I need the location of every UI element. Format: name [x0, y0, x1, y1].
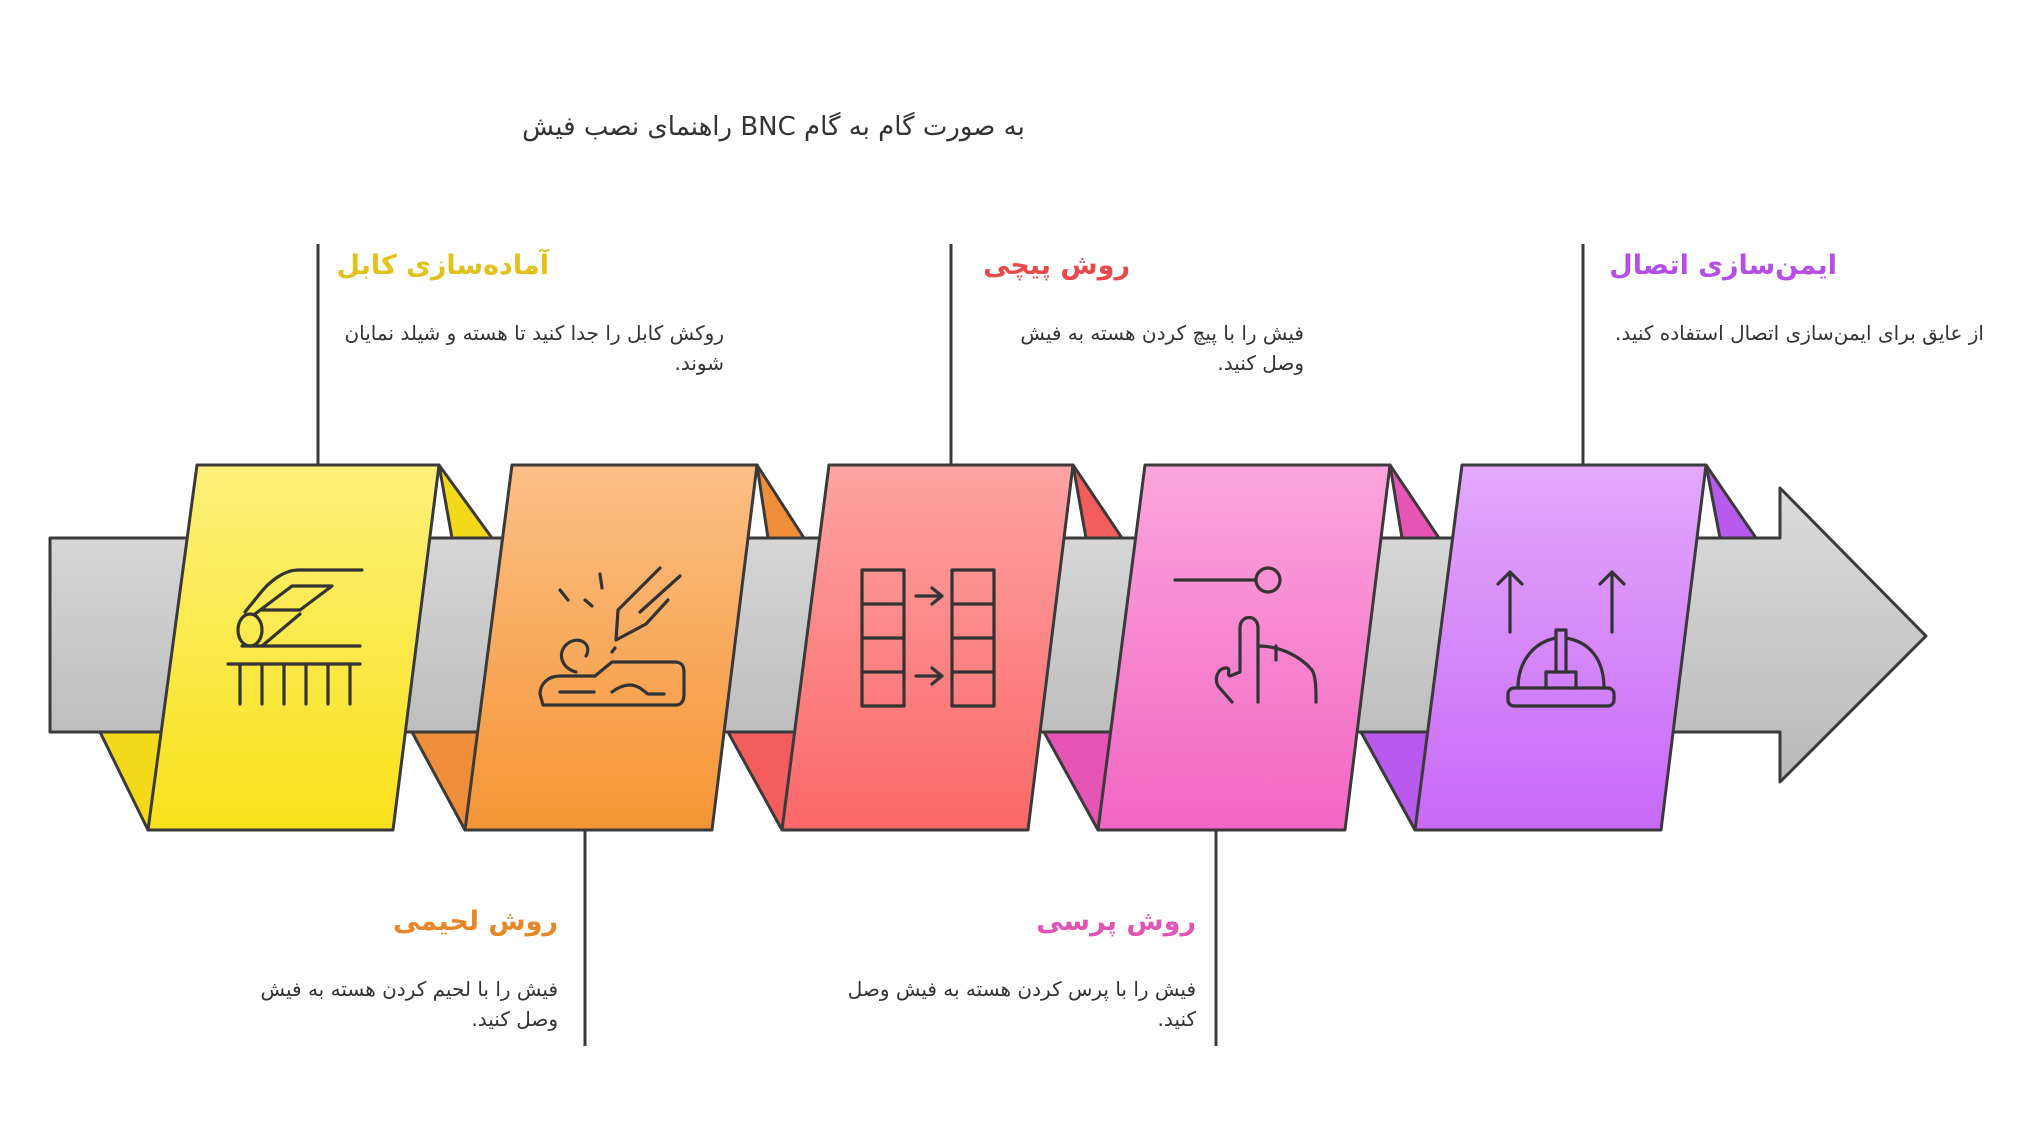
flap-top-2: [755, 463, 806, 540]
step-panel-3: [780, 463, 1075, 832]
step-5-title: ایمن‌سازی اتصال: [1609, 250, 1837, 281]
step-1-description: روکش کابل را جدا کنید تا هسته و شیلد نما…: [344, 321, 724, 375]
step-panel-4: [1096, 463, 1392, 832]
flap-top-5: [1704, 463, 1758, 540]
flap-top-3: [1071, 463, 1124, 540]
step-2-description: فیش را با لحیم کردن هسته به فیش وصل کنید…: [260, 977, 559, 1031]
flap-top-1: [437, 463, 494, 540]
safety-helmet-icon: [1496, 570, 1626, 708]
step-4-description: فیش را با پرس کردن هسته به فیش وصل کنید.: [847, 977, 1196, 1031]
step-5-description: از عایق برای ایمن‌سازی اتصال استفاده کنی…: [1614, 321, 1984, 345]
flap-top-4: [1388, 463, 1441, 540]
screw-connect-icon: [860, 568, 996, 708]
press-icon: [1173, 566, 1318, 704]
step-3-title: روش پیچی: [983, 250, 1130, 281]
cable-stripping-icon: [226, 568, 364, 706]
step-4-title: روش پرسی: [1036, 906, 1196, 937]
step-panel-2: [463, 463, 759, 832]
diagram-title: به صورت گام به گام BNC راهنمای نصب فیش: [522, 112, 1025, 142]
step-2-title: روش لحیمی: [392, 906, 558, 937]
step-1-title: آماده‌سازی کابل: [336, 250, 549, 281]
step-panel-5: [1413, 463, 1708, 832]
step-3-description: فیش را با پیچ کردن هسته به فیش وصل کنید.: [1020, 321, 1304, 375]
soldering-icon: [538, 566, 686, 707]
